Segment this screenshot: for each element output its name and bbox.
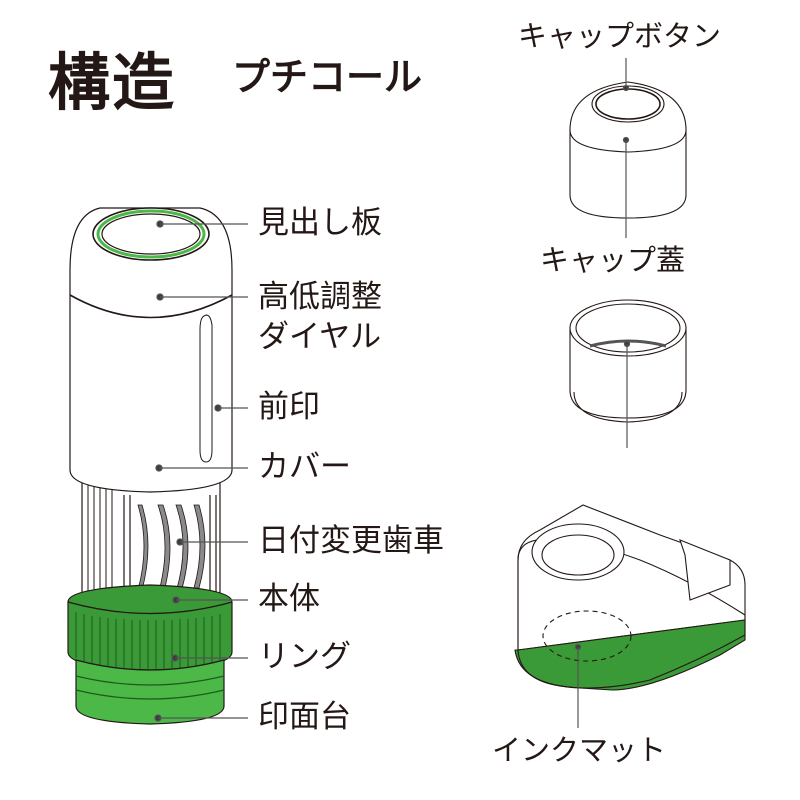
label-height-dial-line1: 高低調整 — [258, 279, 382, 315]
stand-leader — [574, 643, 582, 728]
stamp-illustration — [67, 207, 233, 725]
label-cap-lid: キャップ蓋 — [540, 243, 686, 277]
label-ring: リング — [258, 639, 351, 675]
label-cap-button: キャップボタン — [518, 19, 722, 53]
product-name: プチコール — [232, 55, 423, 99]
label-stamp-face: 印面台 — [258, 699, 351, 735]
label-ink-mat-stand: インクマット — [492, 733, 667, 767]
label-body: 本体 — [258, 581, 320, 617]
ink-cup-leader — [623, 340, 631, 448]
label-front-mark: 前印 — [258, 389, 320, 425]
cap-illustration — [569, 81, 687, 219]
label-date-gear: 日付変更歯車 — [258, 523, 444, 559]
page-title: 構造 — [48, 46, 177, 119]
label-height-dial-line2: ダイヤル — [258, 319, 382, 355]
stamp-leader-lines — [154, 220, 248, 722]
cap-leader-lines — [622, 58, 630, 238]
label-cover: カバー — [258, 449, 351, 485]
stand-illustration — [514, 504, 746, 691]
ink-cup-illustration — [569, 299, 687, 423]
label-nameplate: 見出し板 — [258, 205, 382, 241]
